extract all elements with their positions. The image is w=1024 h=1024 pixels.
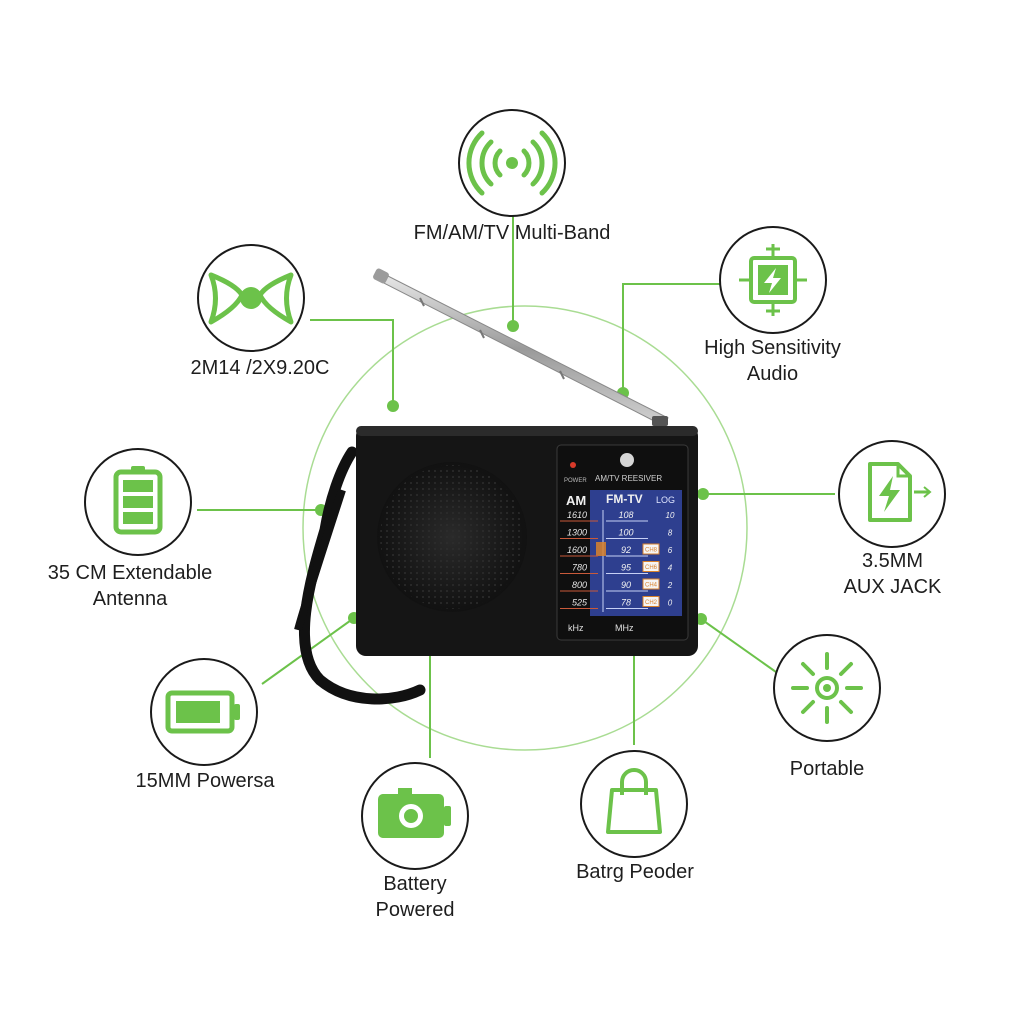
fm-scale-label: 78: [621, 598, 631, 608]
label-batrg-peoder: Batrg Peoder: [576, 861, 694, 883]
feature-sensitivity: [719, 226, 827, 334]
label-powersa: 15MM Powersa: [135, 770, 275, 792]
shopping-bag-icon: [606, 768, 662, 834]
tv-channel-label: CH2: [645, 600, 658, 606]
log-scale-label: 8: [668, 529, 673, 538]
fm-scale-label: 95: [621, 563, 632, 573]
tv-channel-label: CH8: [645, 548, 658, 554]
power-led: [570, 462, 576, 468]
file-bolt-icon: [868, 462, 932, 522]
label-sensitivity-line2: Audio: [746, 363, 799, 385]
dial-scales: 1610130016007808005251081009295907810864…: [560, 510, 675, 609]
am-scale-label: 800: [572, 580, 587, 590]
log-scale-label: 10: [666, 511, 675, 520]
am-scale-label: 1600: [567, 545, 587, 555]
tv-channel-label: CH6: [645, 565, 658, 571]
chip-bolt-icon: [739, 244, 807, 316]
label-aux-jack: 3.5MM AUX JACK: [800, 548, 985, 600]
bow-tie-icon: [208, 272, 294, 325]
tv-channel-badge: [642, 578, 660, 590]
feature-multi-band: [458, 109, 566, 217]
band-am-label: AM: [566, 493, 586, 508]
telescopic-antenna: [373, 268, 669, 426]
log-scale-label: 0: [668, 599, 673, 608]
tv-channel-badge: [642, 596, 660, 607]
label-multi-band: FM/AM/TV Multi-Band: [413, 222, 611, 244]
label-aux-line1: 3.5MM: [861, 550, 924, 572]
radio-signal-icon: [466, 130, 558, 196]
fm-scale-label: 90: [621, 580, 631, 590]
band-fm-label: FM-TV: [606, 492, 643, 506]
tv-channel-badge: [642, 561, 660, 572]
feature-powersa: [150, 658, 258, 766]
brand-text: AM/TV REESIVER: [595, 474, 662, 483]
unit-khz: kHz: [568, 623, 584, 633]
guide-circle: [302, 305, 748, 751]
label-antenna-line2: Antenna: [92, 588, 168, 610]
label-antenna: 35 CM Extendable Antenna: [10, 560, 250, 612]
label-battery-line2: Powered: [375, 899, 455, 921]
label-sensitivity-line1: High Sensitivity: [704, 337, 841, 359]
label-battery-line1: Battery: [383, 873, 447, 895]
tuning-pointer: [596, 542, 606, 556]
radio-device: POWER AM/TV REESIVER AM FM-TV LOG 1610 13…: [294, 268, 698, 705]
brand-logo: [620, 453, 634, 467]
log-label: LOG: [656, 495, 675, 505]
battery-horizontal-icon: [165, 690, 240, 734]
unit-mhz: MHz: [615, 623, 634, 633]
fm-scale-label: 100: [618, 528, 633, 538]
label-antenna-line1: 35 CM Extendable: [47, 562, 213, 584]
fm-scale-label: 92: [621, 545, 631, 555]
label-sensitivity: High Sensitivity Audio: [660, 335, 885, 387]
am-scale-label: 1300: [567, 528, 587, 538]
am-scale-label: 1610: [567, 510, 587, 520]
label-battery-powered: Battery Powered: [335, 871, 495, 923]
feature-size: [197, 244, 305, 352]
tv-channel-label: CH4: [645, 583, 658, 589]
log-scale-label: 6: [668, 546, 673, 555]
fm-scale-label: 108: [618, 510, 633, 520]
feature-antenna: [84, 448, 192, 556]
am-scale-label: 525: [572, 598, 588, 608]
label-size: 2M14 /2X9.20C: [190, 357, 330, 379]
am-scale-label: 780: [572, 563, 587, 573]
camera-battery-icon: [378, 788, 451, 838]
label-aux-line2: AUX JACK: [843, 576, 942, 598]
battery-full-icon: [113, 466, 163, 535]
feature-portable: [773, 634, 881, 742]
power-label: POWER: [564, 478, 587, 484]
tv-channel-badge: [642, 543, 660, 555]
feature-batrg-peoder: [580, 750, 688, 858]
label-portable: Portable: [789, 758, 865, 780]
sun-target-icon: [791, 652, 863, 724]
feature-aux-jack: [838, 440, 946, 548]
log-scale-label: 2: [667, 581, 673, 590]
log-scale-label: 4: [668, 564, 673, 573]
feature-battery-powered: [361, 762, 469, 870]
